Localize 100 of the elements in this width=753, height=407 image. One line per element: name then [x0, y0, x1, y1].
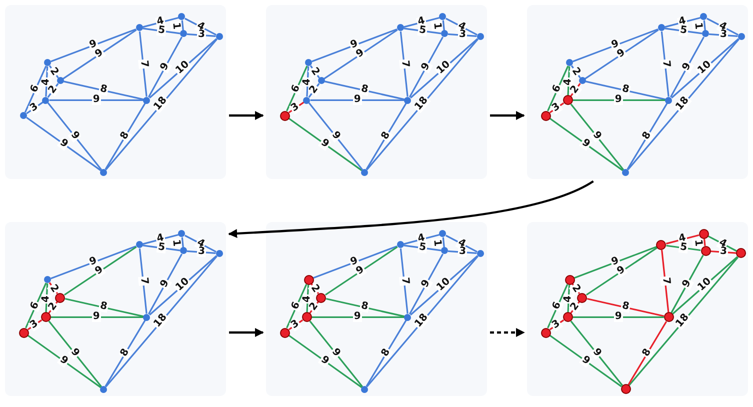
edge-weight: 10 [434, 276, 454, 294]
edge-weight: 18 [674, 95, 692, 114]
graph-edge [572, 28, 658, 62]
edge-weight: 5 [156, 242, 166, 254]
edge-weight: 3 [550, 318, 564, 332]
vertex-dot [404, 96, 412, 104]
edge-weight: 10 [696, 59, 714, 78]
edge-weight: 3 [196, 246, 206, 258]
edge-weight: 6 [551, 300, 564, 312]
edge-weight: 3 [28, 101, 42, 114]
visited-vertex [540, 328, 551, 338]
edge-weight: 10 [174, 59, 192, 78]
edge-weight: 3 [196, 30, 206, 40]
edge-weight: 1 [170, 21, 182, 32]
graph-edge [64, 298, 144, 318]
edge-weight: 18 [152, 312, 170, 331]
vertex-dot [665, 96, 672, 104]
vertex-dot [476, 250, 484, 257]
vertex-dot [738, 32, 745, 40]
vertex-dot [702, 30, 709, 38]
edge-weight: 4 [563, 294, 574, 304]
edge-weight: 9 [579, 354, 592, 368]
edge-weight: 8 [620, 84, 632, 96]
vertex-dot [441, 247, 448, 254]
graph-edge [442, 20, 445, 30]
edge-weight: 6 [29, 300, 42, 312]
edge-weight: 7 [398, 59, 410, 70]
edge-weight: 3 [718, 30, 728, 40]
graph-edge [26, 116, 102, 172]
graph-edge [671, 38, 740, 98]
vertex-dot [136, 241, 143, 248]
arrow [228, 180, 594, 238]
edge-weight: 8 [620, 302, 632, 314]
graph-edge [138, 31, 148, 97]
graph-edge [408, 254, 444, 315]
edge-weight: 3 [458, 30, 468, 40]
graph-edge [670, 36, 705, 98]
edge-weight: 5 [678, 242, 688, 254]
edge-weight: 9 [420, 60, 433, 74]
edge-weight: 9 [92, 312, 101, 322]
graph-edge [312, 316, 404, 318]
edge-weight: 9 [614, 95, 623, 106]
graph-panel [527, 5, 748, 180]
arrow [229, 111, 264, 120]
visited-vertex [564, 274, 574, 285]
edge-weight: 1 [692, 238, 704, 248]
graph-edge [104, 320, 146, 387]
edge-weight: 7 [660, 59, 671, 70]
graph-edge [661, 250, 670, 312]
graph-edge [105, 256, 218, 388]
edge-weight: 18 [674, 312, 692, 331]
graph-edge [572, 316, 664, 318]
graph-edge [400, 31, 408, 97]
visited-vertex [562, 312, 573, 322]
edge-weight: 1 [170, 238, 182, 248]
edge-weight: 9 [590, 130, 604, 143]
vertex-dot [439, 13, 446, 20]
vertex-dot [476, 32, 484, 40]
graph-edge [326, 298, 405, 318]
graph-edge [25, 282, 47, 328]
visited-vertex [316, 292, 326, 303]
graph-edge [366, 256, 479, 388]
graph-edge [660, 31, 670, 97]
edge-weight: 3 [718, 246, 728, 258]
graph-edge [547, 66, 569, 112]
vertex-dot [178, 230, 186, 238]
vertex-dot [216, 250, 223, 257]
graph-edge [105, 38, 218, 170]
graph-edge [324, 29, 398, 80]
graph-edge [448, 250, 477, 254]
visited-vertex [40, 312, 51, 322]
visited-vertex [304, 274, 314, 285]
graph-edge [310, 99, 404, 101]
graph-edge [549, 118, 624, 172]
graph-edge [703, 20, 706, 30]
graph-edge [311, 28, 398, 62]
edge-weight: 9 [68, 130, 82, 143]
edge-weight: 9 [614, 312, 623, 322]
edge-weight: 3 [289, 318, 302, 332]
edge-weight: 9 [680, 278, 694, 290]
vertex-dot [44, 276, 51, 284]
graph-edge [286, 284, 308, 328]
edge-weight: 8 [359, 84, 370, 96]
graph-edge [572, 99, 666, 101]
graph-edge [148, 36, 183, 98]
vertex-dot [20, 112, 28, 119]
vertex-dot [396, 241, 404, 248]
visited-vertex [302, 312, 312, 322]
graph-edge [672, 256, 738, 314]
edge-weight: 8 [380, 130, 393, 143]
graph-edge [186, 33, 216, 37]
graph-edge [48, 320, 102, 388]
edge-weight: 9 [158, 278, 172, 290]
visited-vertex [577, 292, 588, 303]
edge-weight: 7 [660, 276, 671, 286]
edge-weight: 4 [41, 76, 52, 86]
edge-weight: 4 [302, 294, 313, 304]
graph-edge [408, 36, 444, 98]
vertex-dot [56, 77, 64, 84]
edge-weight: 9 [328, 130, 342, 143]
